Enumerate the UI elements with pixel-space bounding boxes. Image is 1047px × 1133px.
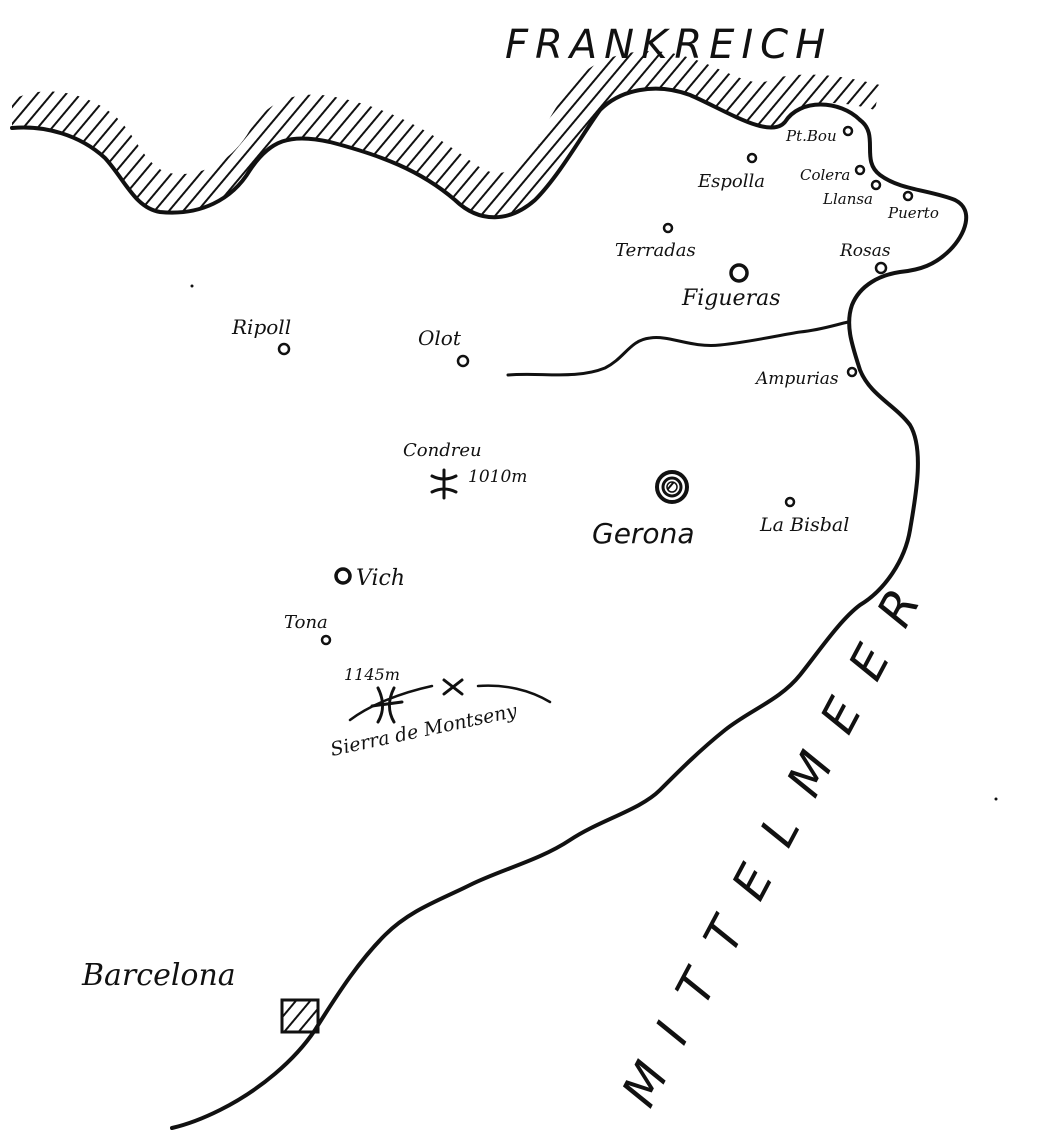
label-puerto: Puerto [887,204,939,222]
marker-rosas [874,261,888,275]
label-tona: Tona [284,612,328,633]
label-ampurias: Ampurias [754,369,839,389]
region-label-mittelmeer: MITTELMEER [611,554,945,1116]
marker-pt-bou [842,125,854,137]
label-vich: Vich [356,566,405,591]
france-border [10,51,880,220]
marker-gerona [655,470,689,504]
label-pt-bou: Pt.Bou [785,127,837,145]
label-montseny-range: Sierra de Montseny [328,700,519,761]
france-border-line [10,86,862,220]
label-figueras: Figueras [681,286,781,311]
montseny-ridge-left [348,684,434,722]
label-montseny-range-text: Sierra de Montseny [328,700,519,761]
region-label-mittelmeer-text: MITTELMEER [611,554,945,1116]
label-gerona: Gerona [592,517,694,550]
marker-olot [456,354,470,368]
marker-figueras [729,263,749,283]
marker-barcelona [280,998,320,1034]
label-rosas: Rosas [839,241,891,261]
marker-terradas [662,222,674,234]
river [506,320,850,377]
france-border-hatching [12,51,880,218]
marker-vich [334,567,352,585]
label-condreu: Condreu [403,440,482,461]
pass-icon-condreu [430,468,458,500]
peak-cross-icon [442,678,464,696]
label-la-bisbal: La Bisbal [759,514,849,536]
label-condreu-height: 1010m [468,467,527,487]
marker-ripoll [277,342,291,356]
marker-colera [854,164,866,176]
marker-la-bisbal [784,496,796,508]
label-ripoll: Ripoll [231,315,291,339]
label-terradas: Terradas [615,240,696,261]
marker-puerto [902,190,914,202]
label-colera: Colera [800,166,850,184]
scan-dot [190,284,194,288]
scan-dot [994,797,998,801]
label-barcelona: Barcelona [81,958,236,993]
label-llansa: Llansa [822,190,873,208]
marker-tona [320,634,332,646]
marker-ampurias [846,366,858,378]
montseny-ridge-right [476,684,552,704]
marker-espolla [746,152,758,164]
town-markers [277,125,914,646]
label-olot: Olot [418,326,462,350]
marker-llansa [870,179,882,191]
label-espolla: Espolla [697,171,765,192]
label-montseny-height: 1145m [344,665,400,684]
coastline [170,118,969,1130]
region-label-frankreich: FRANKREICH [505,22,832,68]
